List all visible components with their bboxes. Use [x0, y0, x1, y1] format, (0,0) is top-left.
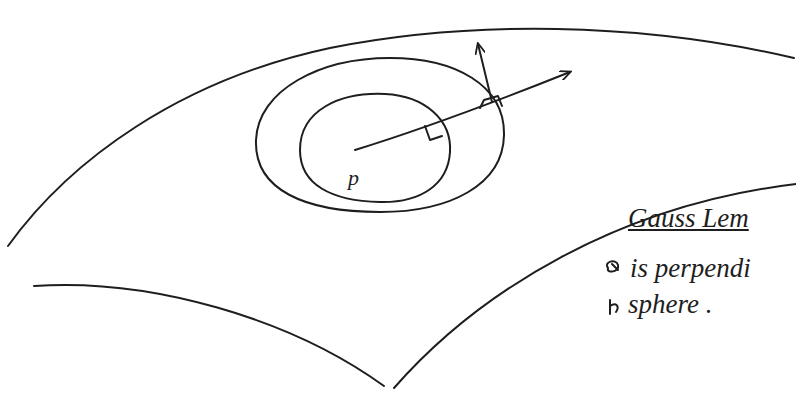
surface-edge	[34, 285, 384, 386]
surface-edge	[8, 29, 794, 246]
radial-geodesic	[355, 72, 570, 150]
geodesic-sphere	[256, 58, 504, 212]
note-text: is perpendi	[630, 254, 751, 284]
scribble	[610, 300, 618, 314]
surface-edge	[394, 184, 796, 388]
scribble	[607, 261, 618, 271]
heading-note: Gauss Lem	[628, 204, 749, 234]
geodesic-sphere	[300, 94, 450, 202]
tangent-vector	[478, 44, 492, 102]
point-label: p	[348, 166, 359, 190]
note-text: sphere .	[628, 290, 712, 320]
right-angle-mark	[480, 96, 502, 108]
right-angle-mark	[425, 126, 442, 140]
